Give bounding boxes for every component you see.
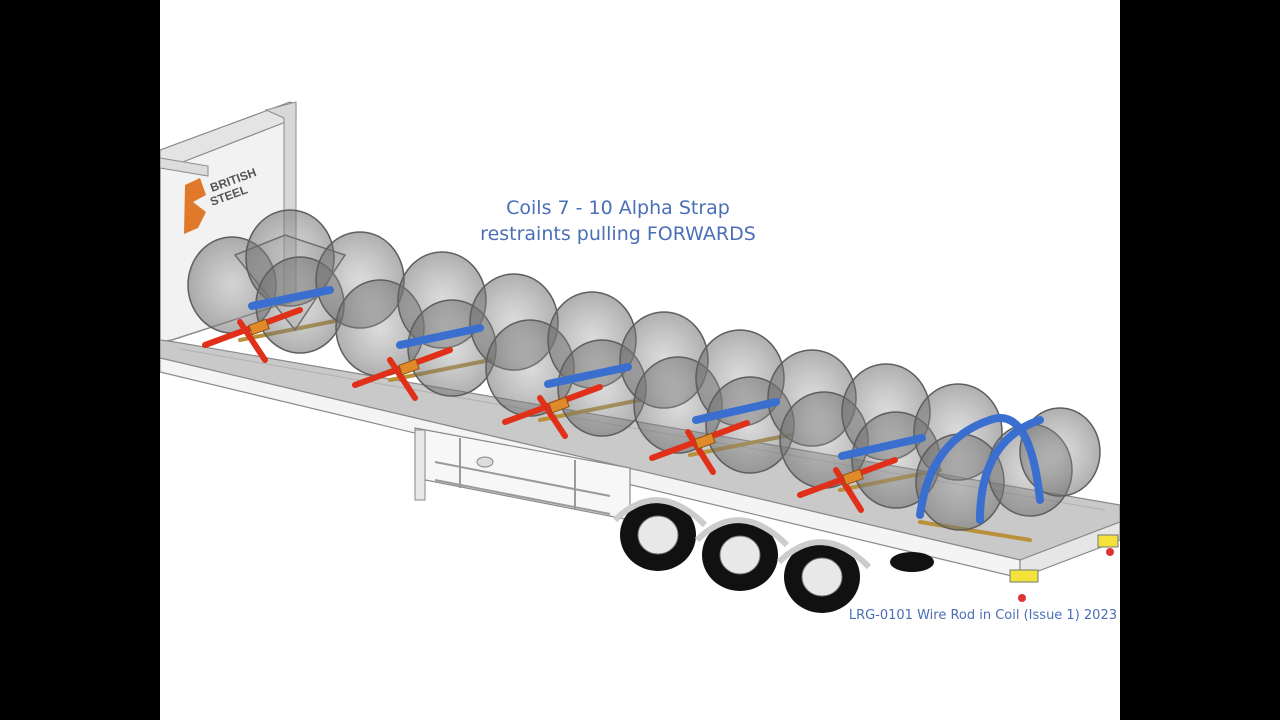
document-reference: LRG-0101 Wire Rod in Coil (Issue 1) 2023	[848, 608, 1117, 623]
side-skirt	[414, 427, 631, 521]
blue-straps	[248, 286, 1044, 524]
video-frame: BRITISH STEEL	[160, 0, 1120, 720]
british-steel-logo-icon	[184, 178, 206, 234]
ratchets	[248, 318, 864, 486]
caption-line2: restraints pulling FORWARDS	[480, 223, 756, 245]
rear-lights	[1009, 534, 1119, 602]
caption-line1: Coils 7 - 10 Alpha Strap	[506, 197, 730, 219]
coils	[187, 209, 1101, 531]
trailer-diagram: BRITISH STEEL	[160, 101, 1120, 613]
wheels	[612, 497, 934, 613]
